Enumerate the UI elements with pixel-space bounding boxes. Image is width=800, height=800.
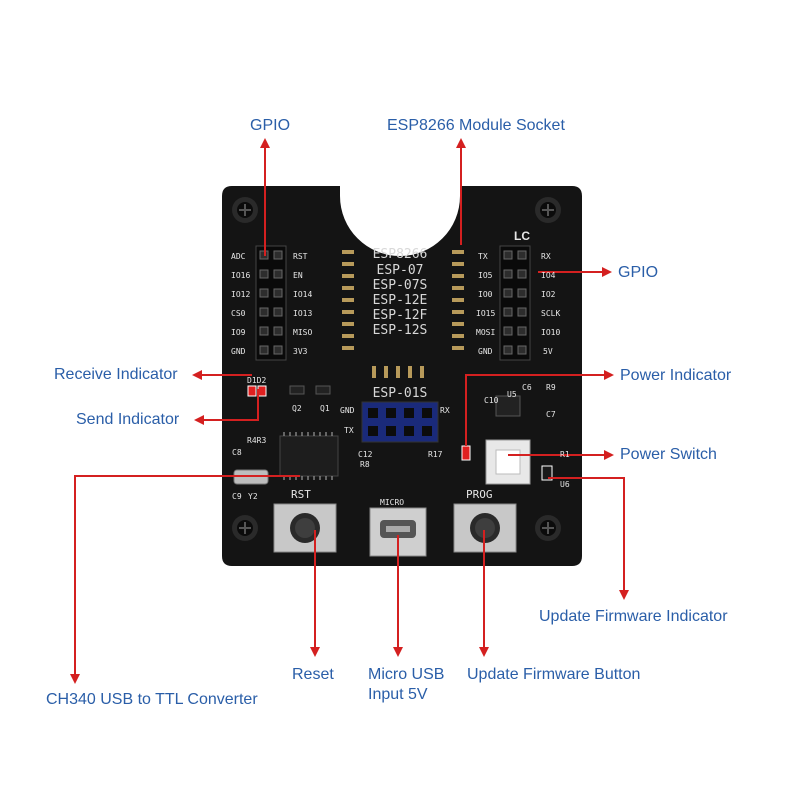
pin-label: GND [231, 347, 246, 356]
designator-r4r3: R4R3 [247, 436, 267, 445]
module-name-esp12f: ESP-12F [372, 308, 428, 323]
arrow-power-indicator [465, 370, 614, 446]
left-pin-header [255, 245, 287, 361]
socket-contacts-bottom [372, 366, 424, 378]
module-name-esp12e: ESP-12E [372, 293, 428, 308]
esp01s-label: ESP-01S [372, 386, 428, 401]
right-pin-header [499, 245, 531, 361]
socket-contacts-right [452, 250, 464, 350]
designator-c12: C12 [358, 450, 373, 459]
pin-label: IO5 [478, 271, 493, 280]
designator-gnd: GND [340, 406, 355, 415]
module-name-esp8266: ESP8266 [372, 247, 428, 262]
pin-label: ADC [231, 252, 246, 261]
pin-label: IO2 [541, 290, 556, 299]
pin-label: IO13 [293, 309, 313, 318]
module-name-esp07: ESP-07 [376, 263, 424, 278]
designator-r8: R8 [360, 460, 370, 469]
designator-q2: Q2 [292, 404, 302, 413]
module-name-esp12s: ESP-12S [372, 323, 428, 338]
designator-r1: R1 [560, 450, 570, 459]
pin-label: EN [293, 271, 303, 280]
power-switch [485, 439, 531, 485]
designator-u5: U5 [507, 390, 517, 399]
module-name-esp07s: ESP-07S [372, 278, 428, 293]
callout-reset: Reset [292, 666, 334, 683]
callout-module-socket: ESP8266 Module Socket [387, 117, 565, 134]
pin-label: TX [478, 252, 488, 261]
callout-ch340: CH340 USB to TTL Converter [46, 691, 258, 708]
pin-label: IO4 [541, 271, 556, 280]
callout-update-fw-indicator: Update Firmware Indicator [539, 608, 728, 625]
pin-label: IO10 [541, 328, 561, 337]
socket-contacts-left [342, 250, 354, 350]
pin-label: IO12 [231, 290, 251, 299]
callout-gpio-left: GPIO [250, 117, 291, 134]
designator-rx: RX [440, 406, 450, 415]
pin-label: GND [478, 347, 493, 356]
pin-label: RST [293, 252, 308, 261]
designator-c10: C10 [484, 396, 499, 405]
callout-receive-indicator: Receive Indicator [54, 366, 178, 383]
mount-hole-tl [232, 197, 258, 223]
arrow-ch340 [70, 475, 300, 684]
ch340-chip [279, 432, 339, 480]
arrow-send [194, 389, 259, 425]
prog-silk-label: PROG [466, 488, 493, 501]
designator-u6: U6 [560, 480, 570, 489]
callout-power-indicator: Power Indicator [620, 367, 732, 384]
brand-logo: LC [514, 229, 530, 243]
pin-label: MOSI [476, 328, 496, 337]
pin-label: CS0 [231, 309, 246, 318]
mount-hole-tr [535, 197, 561, 223]
callout-micro-usb: Micro USB Input 5V [368, 666, 445, 703]
pin-label: RX [541, 252, 551, 261]
designator-q1: Q1 [320, 404, 330, 413]
arrow-update-fw-indicator [548, 477, 629, 600]
callout-update-fw-button: Update Firmware Button [467, 666, 641, 683]
led-send [257, 385, 267, 397]
micro-silk-label: MICRO [380, 498, 405, 507]
callout-power-switch: Power Switch [620, 446, 717, 463]
pin-label: IO9 [231, 328, 246, 337]
designator-c6: C6 [522, 383, 532, 392]
designator-c9: C9 [232, 492, 242, 501]
transistors [289, 385, 331, 395]
esp01s-socket [361, 401, 439, 443]
designator-r17: R17 [428, 450, 443, 459]
led-power [461, 445, 471, 461]
designator-tx: TX [344, 426, 354, 435]
callout-gpio-right: GPIO [618, 264, 659, 281]
designator-d1d2: D1D2 [247, 376, 267, 385]
pin-label: IO14 [293, 290, 313, 299]
pin-label: 3V3 [293, 347, 308, 356]
led-receive [247, 385, 257, 397]
mount-hole-bl [232, 515, 258, 541]
pin-label: IO16 [231, 271, 251, 280]
rst-silk-label: RST [291, 488, 311, 501]
designator-c7: C7 [546, 410, 556, 419]
rst-button [273, 503, 337, 553]
pin-label: SCLK [541, 309, 561, 318]
leader-lines [70, 138, 629, 684]
pin-label: IO0 [478, 290, 493, 299]
callout-send-indicator: Send Indicator [76, 411, 180, 428]
mount-hole-br [535, 515, 561, 541]
led-update-firmware [541, 465, 553, 481]
regulator-u5 [495, 395, 521, 417]
pin-label: MISO [293, 328, 313, 337]
designator-c8: C8 [232, 448, 242, 457]
designator-y2: Y2 [248, 492, 258, 501]
pin-label: 5V [543, 347, 553, 356]
pin-label: IO15 [476, 309, 496, 318]
designator-r9: R9 [546, 383, 556, 392]
